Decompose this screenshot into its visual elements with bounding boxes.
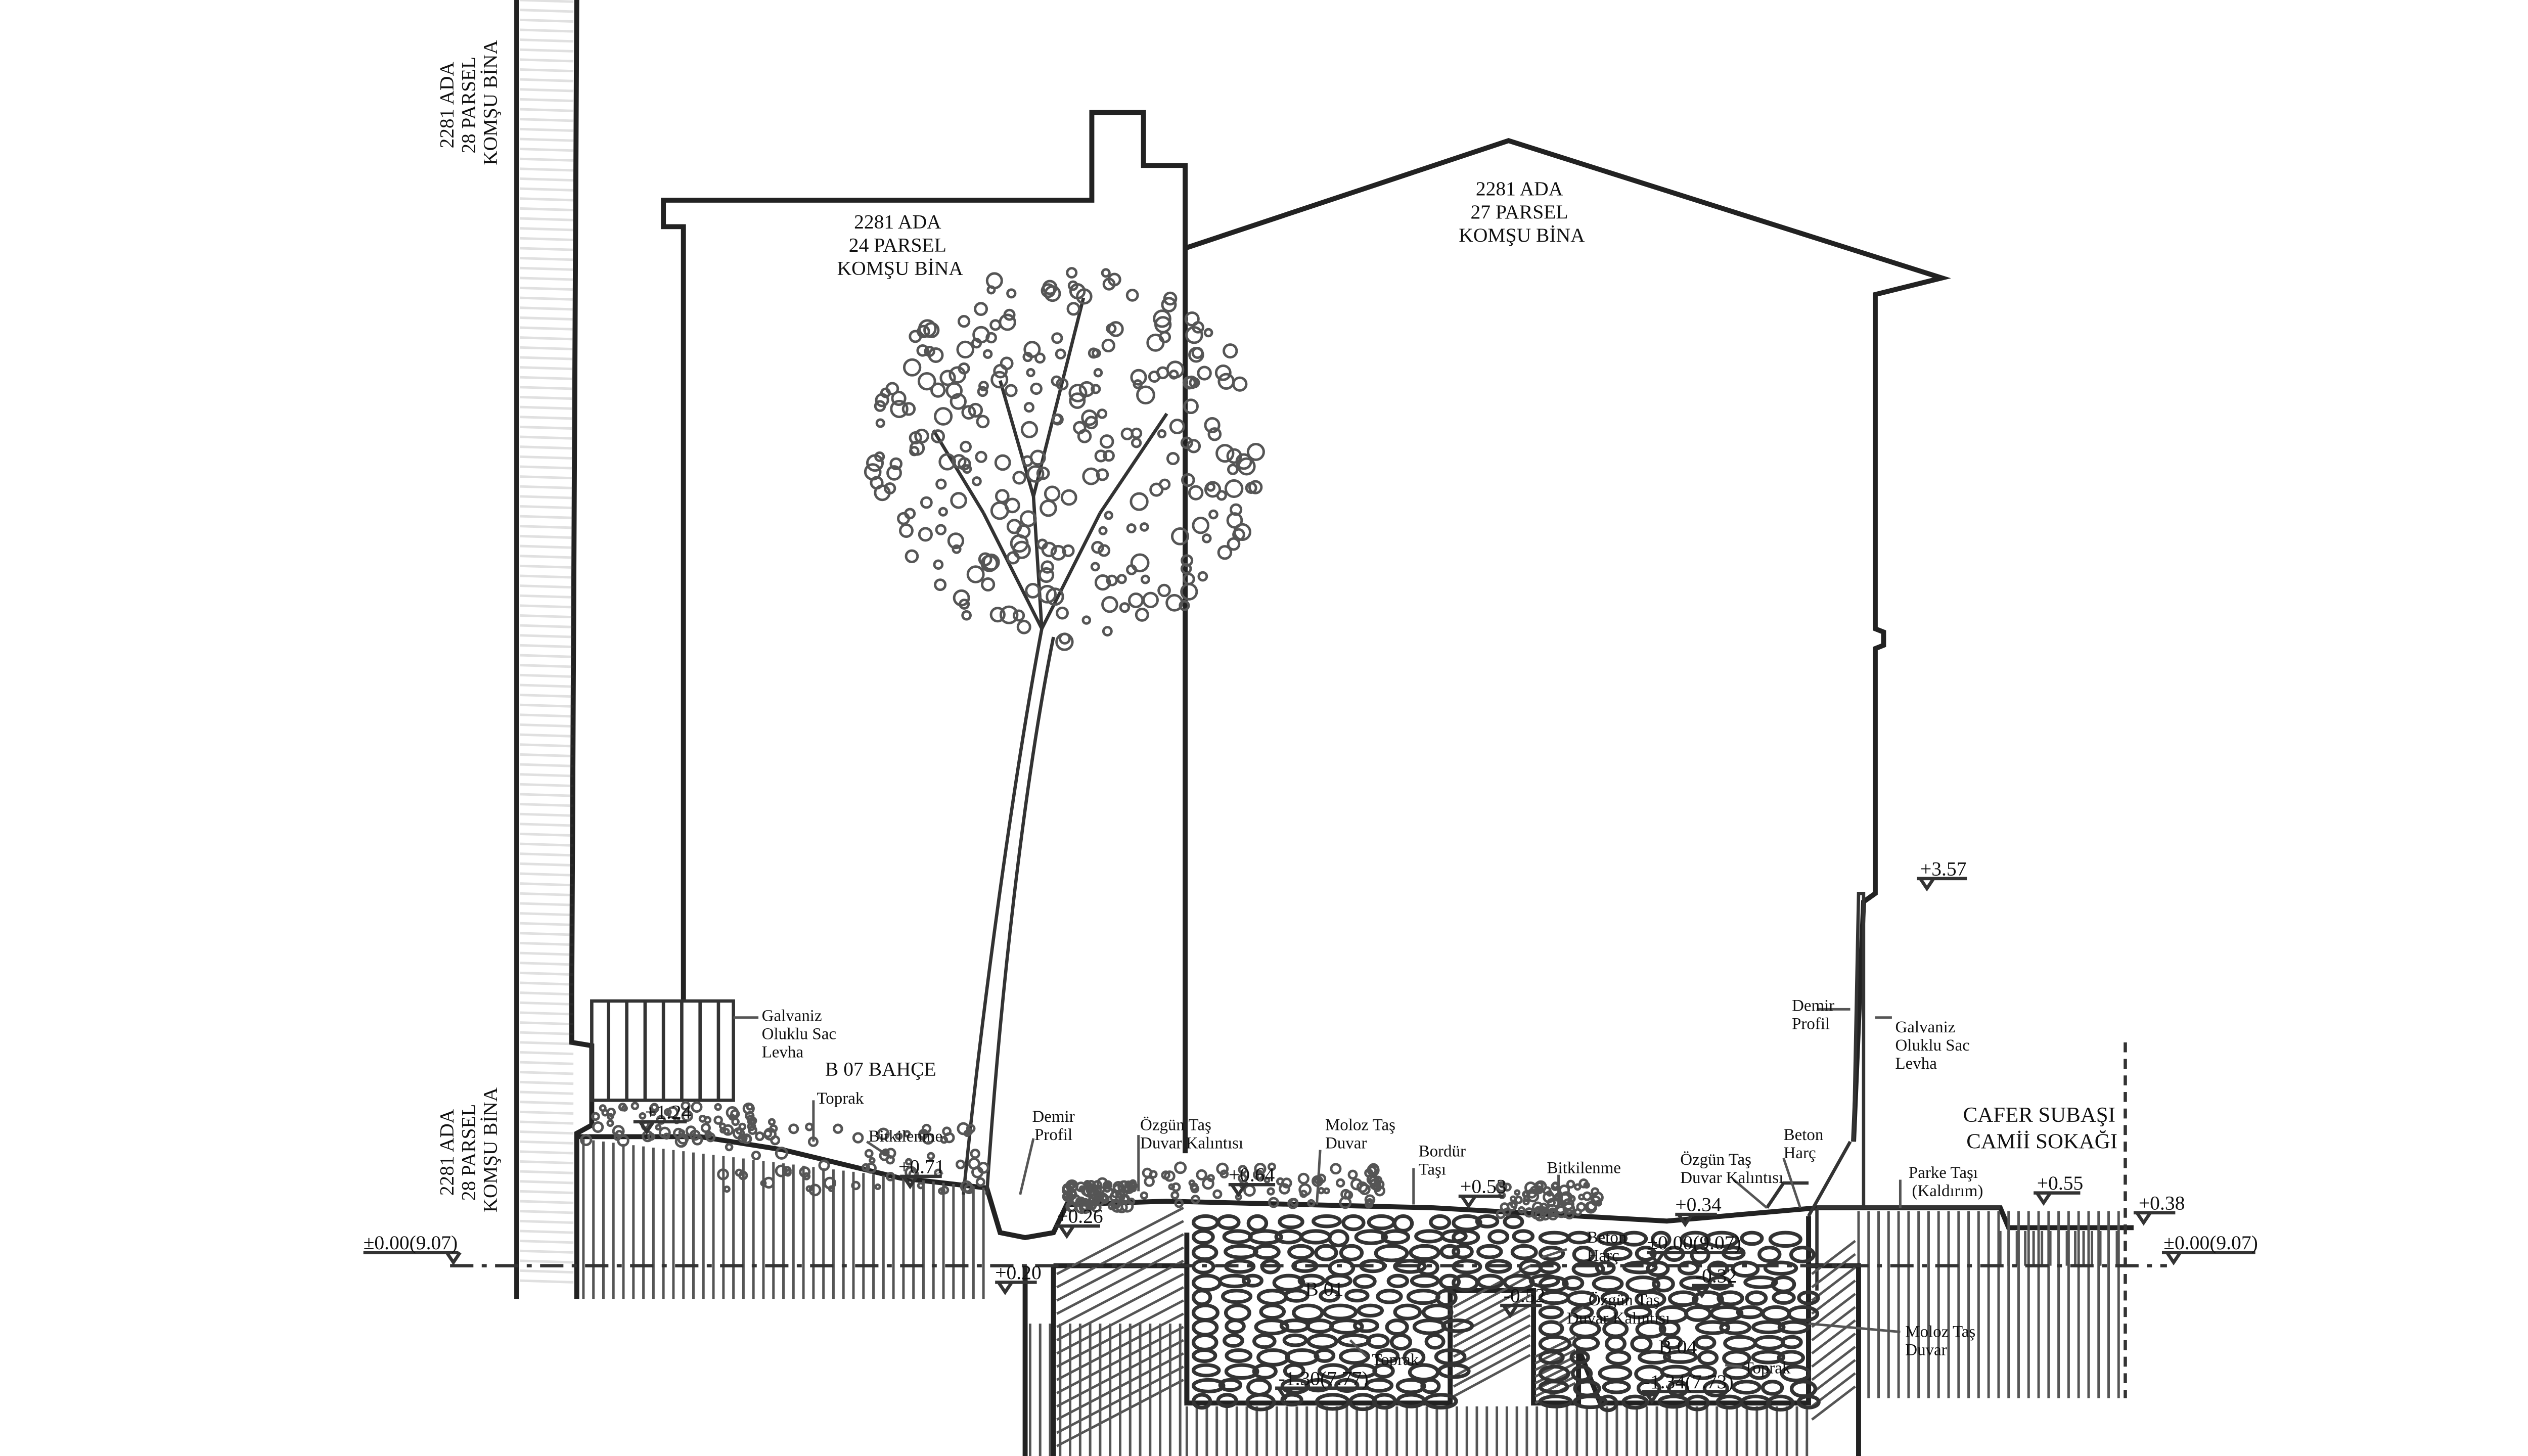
level-000-mid: ±0.00(9.07): [1647, 1232, 1741, 1254]
left-bottom-building-label: 2281 ADA 28 PARSEL KOMŞU BİNA: [436, 1087, 502, 1212]
left-neighbour-wall: [514, 0, 595, 1299]
leader-lines: [733, 1008, 1902, 1368]
building-24-outline: [661, 110, 1188, 1154]
building-27-label: 2281 ADA 27 PARSEL KOMŞU BİNA: [1459, 177, 1585, 246]
toprak-top-label: Toprak: [817, 1089, 864, 1108]
tree: [864, 267, 1265, 1195]
bitkilenme-right-label: Bitkilenme: [1547, 1159, 1620, 1177]
level-032: -0.32: [1695, 1264, 1737, 1287]
bitkilenme-left-label: Bitkilenme: [869, 1127, 942, 1146]
level-124: +1.24: [645, 1101, 692, 1123]
level-134: -1.34(7.73): [1644, 1371, 1734, 1393]
left-top-building-label: 2281 ADA 28 PARSEL KOMŞU BİNA: [436, 40, 502, 165]
level-357: +3.57: [1920, 857, 1967, 880]
rubble-stone-walls: [1191, 1214, 1821, 1413]
level-020: +0.20: [995, 1261, 1042, 1284]
level-055: +0.55: [2037, 1172, 2084, 1194]
building-27-outline: [1184, 138, 1951, 1142]
galvanized-sheet-left: [590, 999, 735, 1102]
level-034: +0.34: [1675, 1194, 1722, 1216]
level-052: -0.52: [1504, 1285, 1545, 1307]
level-071: +0.71: [898, 1155, 945, 1177]
level-064: +0.64: [1229, 1164, 1275, 1186]
toprak-b04-label: Toprak: [1744, 1359, 1791, 1377]
level-130: -1.30(7.77): [1279, 1367, 1369, 1389]
level-values: +1.24 +0.71 +0.26 +0.20 +0.64 +0.53 +0.3…: [364, 857, 2258, 1392]
level-000-left: ±0.00(9.07): [364, 1232, 458, 1254]
level-053: +0.53: [1460, 1175, 1507, 1198]
iron-profile-right: [1765, 892, 1866, 1217]
garden-label: B 07 BAHÇE: [825, 1058, 936, 1080]
parke-tasi-label: Parke Taşı(Kaldırım): [1909, 1164, 1983, 1200]
b04-label: B 04: [1658, 1336, 1697, 1358]
b01-label: B 01: [1305, 1278, 1343, 1300]
level-markers: [363, 877, 2255, 1404]
level-038: +0.38: [2139, 1192, 2185, 1214]
toprak-b01-label: Toprak: [1372, 1351, 1419, 1369]
building-24-label: 2281 ADA 24 PARSEL KOMŞU BİNA: [837, 211, 964, 279]
level-000-right: ±0.00(9.07): [2163, 1232, 2258, 1254]
level-026: +0.26: [1057, 1205, 1103, 1227]
ground-profile: [576, 1134, 2134, 1291]
street-label: CAFER SUBAŞI CAMİİ SOKAĞI: [1963, 1103, 2121, 1153]
